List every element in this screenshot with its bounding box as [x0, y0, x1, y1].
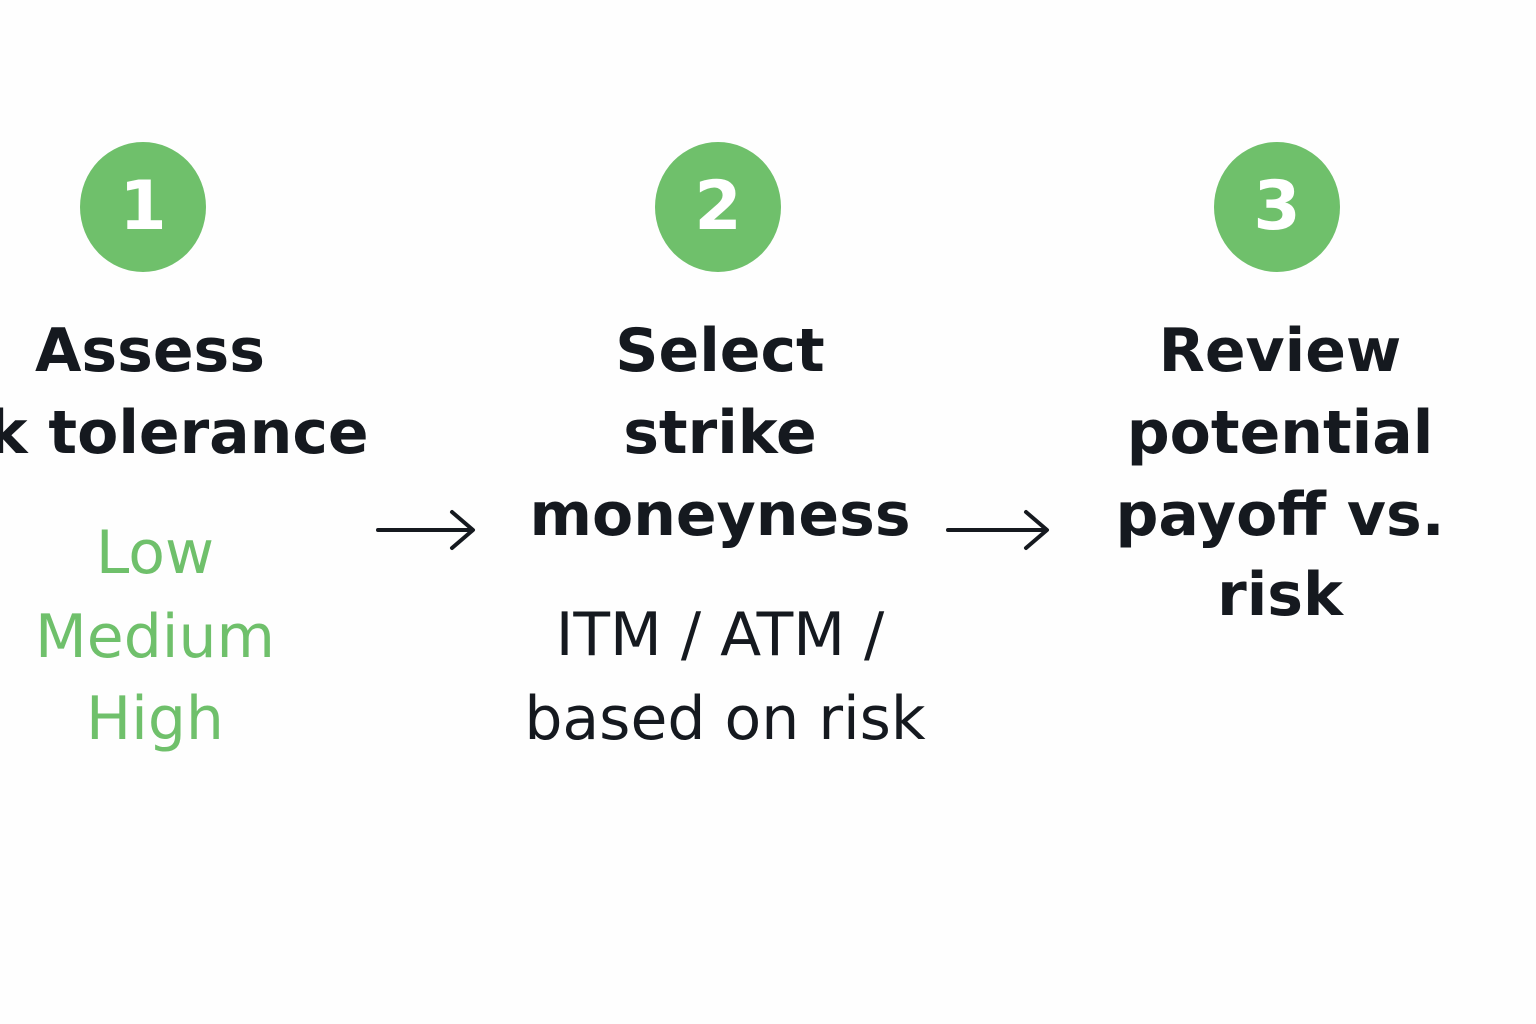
step-2-number: 2 [694, 167, 742, 246]
arrow-right-icon [376, 510, 475, 550]
step-3-title-line-4: risk [1217, 560, 1343, 630]
step-1-title-line-1: Assess [35, 316, 265, 386]
risk-option-high: High [86, 684, 224, 754]
step-2-detail-line-2: based on risk [524, 684, 926, 754]
step-3-title-line-2: potential [1126, 398, 1434, 468]
step-2-detail-line-1: ITM / ATM / [555, 600, 885, 670]
step-2-title-line-2: strike [623, 398, 817, 468]
step-3-number: 3 [1253, 167, 1301, 246]
step-1-circle: 1 [80, 142, 206, 272]
step-1-number: 1 [119, 167, 167, 246]
step-1-title-line-2: isk tolerance [0, 398, 369, 468]
step-2-title-line-3: moneyness [529, 480, 911, 550]
risk-option-low: Low [95, 518, 215, 588]
step-3-title-line-3: payoff vs. [1115, 480, 1445, 550]
step-2-title-line-1: Select [615, 316, 825, 386]
risk-option-medium: Medium [35, 602, 275, 672]
step-3-title-line-1: Review [1158, 316, 1402, 386]
step-2-circle: 2 [655, 142, 781, 272]
arrow-right-icon [946, 510, 1049, 550]
step-3-circle: 3 [1214, 142, 1340, 272]
